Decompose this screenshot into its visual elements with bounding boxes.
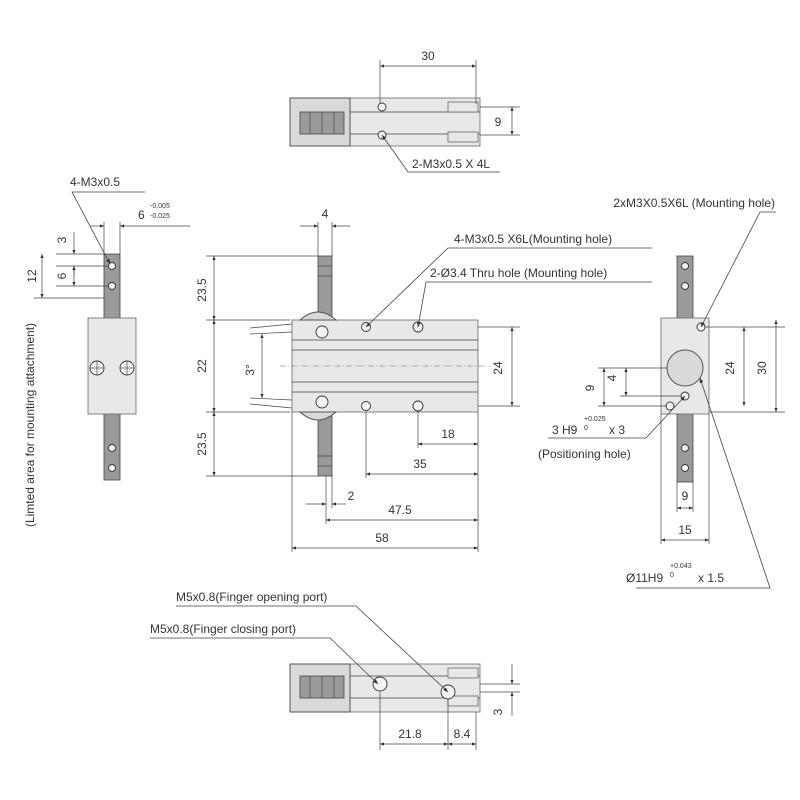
right-view-positioning-suffix: x 3 — [609, 423, 625, 437]
bottom-view-dim-3: 3 — [491, 708, 505, 715]
right-view-dim-30: 30 — [755, 361, 769, 375]
left-view-hole-1 — [108, 262, 116, 270]
right-view: 2xM3X0.5X6L (Mounting hole) 9 4 24 30 3 … — [538, 196, 785, 589]
right-view-dim-4: 4 — [605, 374, 619, 381]
front-view-thru-hole-upper — [315, 325, 329, 339]
left-view-hole-4 — [108, 464, 116, 472]
front-view-dim-22: 22 — [195, 359, 209, 373]
front-view-dim-4: 4 — [322, 207, 329, 221]
left-view-callout: 4-M3x0.5 — [70, 175, 120, 189]
right-view-bore-main: Ø11H9 — [626, 571, 663, 585]
right-view-hole-2 — [681, 282, 689, 290]
right-view-bore-suffix: x 1.5 — [698, 571, 724, 585]
front-view-dim-3deg: 3° — [243, 364, 257, 376]
front-view-finger-lower — [317, 411, 333, 477]
front-view-dim-23-5-bottom: 23.5 — [195, 432, 209, 456]
top-view: 30 9 2-M3x0.5 X 4L — [289, 49, 520, 173]
bottom-view-port-open-label: M5x0.8(Finger opening port) — [176, 590, 327, 604]
right-view-positioning-tol-lower: 0 — [584, 425, 588, 432]
front-view-thru-hole-lower — [315, 395, 329, 409]
left-view-note: (Limted area for mounting attachment) — [23, 323, 37, 527]
right-view-positioning-tol-upper: +0.025 — [584, 416, 606, 423]
front-view-dim-58: 58 — [375, 531, 389, 545]
bottom-view: M5x0.8(Finger opening port) M5x0.8(Finge… — [150, 590, 520, 750]
bottom-view-port-close-label: M5x0.8(Finger closing port) — [150, 622, 296, 636]
top-view-port-upper — [447, 101, 479, 113]
front-view-dim-24: 24 — [491, 361, 505, 375]
right-view-positioning-label: (Positioning hole) — [538, 447, 631, 461]
left-view-dim-width: 6 — [138, 208, 145, 222]
top-view-callout: 2-M3x0.5 X 4L — [412, 157, 490, 171]
top-view-dim-spacing: 9 — [495, 115, 502, 129]
bottom-view-fitting-upper — [447, 667, 479, 679]
bottom-view-dim-21-8: 21.8 — [398, 727, 422, 741]
front-view-dim-2: 2 — [348, 489, 355, 503]
right-view-bore-tol-lower: 0 — [670, 572, 674, 579]
top-view-dim-width: 30 — [421, 49, 435, 63]
right-view-dim-9-horiz: 9 — [682, 489, 689, 503]
right-view-bore-tol-upper: +0.043 — [670, 563, 692, 570]
left-view-dim-width-tol-lower: -0.025 — [150, 213, 170, 220]
right-view-hole-3 — [681, 444, 689, 452]
top-view-port-lower — [447, 131, 479, 143]
front-view-m3-hole-3 — [361, 401, 371, 411]
right-view-bore — [666, 349, 704, 387]
front-view-pivot-upper — [298, 311, 338, 321]
top-view-hole-upper — [377, 102, 387, 112]
front-view-m3-hole-4 — [412, 400, 424, 412]
right-view-dim-9-vert: 9 — [583, 384, 597, 391]
front-view-dim-18: 18 — [441, 427, 455, 441]
front-view-finger-upper — [317, 255, 333, 321]
right-view-hole-4 — [681, 464, 689, 472]
right-view-callout-mount: 2xM3X0.5X6L (Mounting hole) — [613, 196, 775, 210]
right-view-positioning-main: 3 H9 — [552, 423, 578, 437]
front-view-dim-35: 35 — [413, 457, 427, 471]
left-view: 4-M3x0.5 6 -0.005 -0.025 3 6 12 (Limted … — [23, 175, 190, 527]
left-view-hole-2 — [108, 282, 116, 290]
front-view-dim-23-5-top: 23.5 — [195, 278, 209, 302]
left-view-dim-3: 3 — [55, 236, 69, 243]
left-view-hole-3 — [108, 444, 116, 452]
front-view-callout-thru: 2-Ø3.4 Thru hole (Mounting hole) — [430, 266, 607, 280]
right-view-hole-1 — [681, 262, 689, 270]
left-view-dim-6: 6 — [55, 272, 69, 279]
bottom-view-dim-8-4: 8.4 — [454, 727, 471, 741]
front-view-pivot-lower — [298, 411, 338, 421]
bottom-view-port-close — [372, 676, 388, 692]
right-view-dim-15: 15 — [678, 523, 692, 537]
left-view-dim-12: 12 — [25, 269, 39, 283]
front-view: 4 23.5 22 23.5 3° 24 18 35 2 47.5 — [195, 207, 652, 552]
front-view-dim-47-5: 47.5 — [388, 503, 412, 517]
left-view-dim-width-tol-upper: -0.005 — [150, 203, 170, 210]
right-view-dim-24: 24 — [723, 361, 737, 375]
front-view-callout-m3: 4-M3x0.5 X6L(Mounting hole) — [454, 232, 612, 246]
